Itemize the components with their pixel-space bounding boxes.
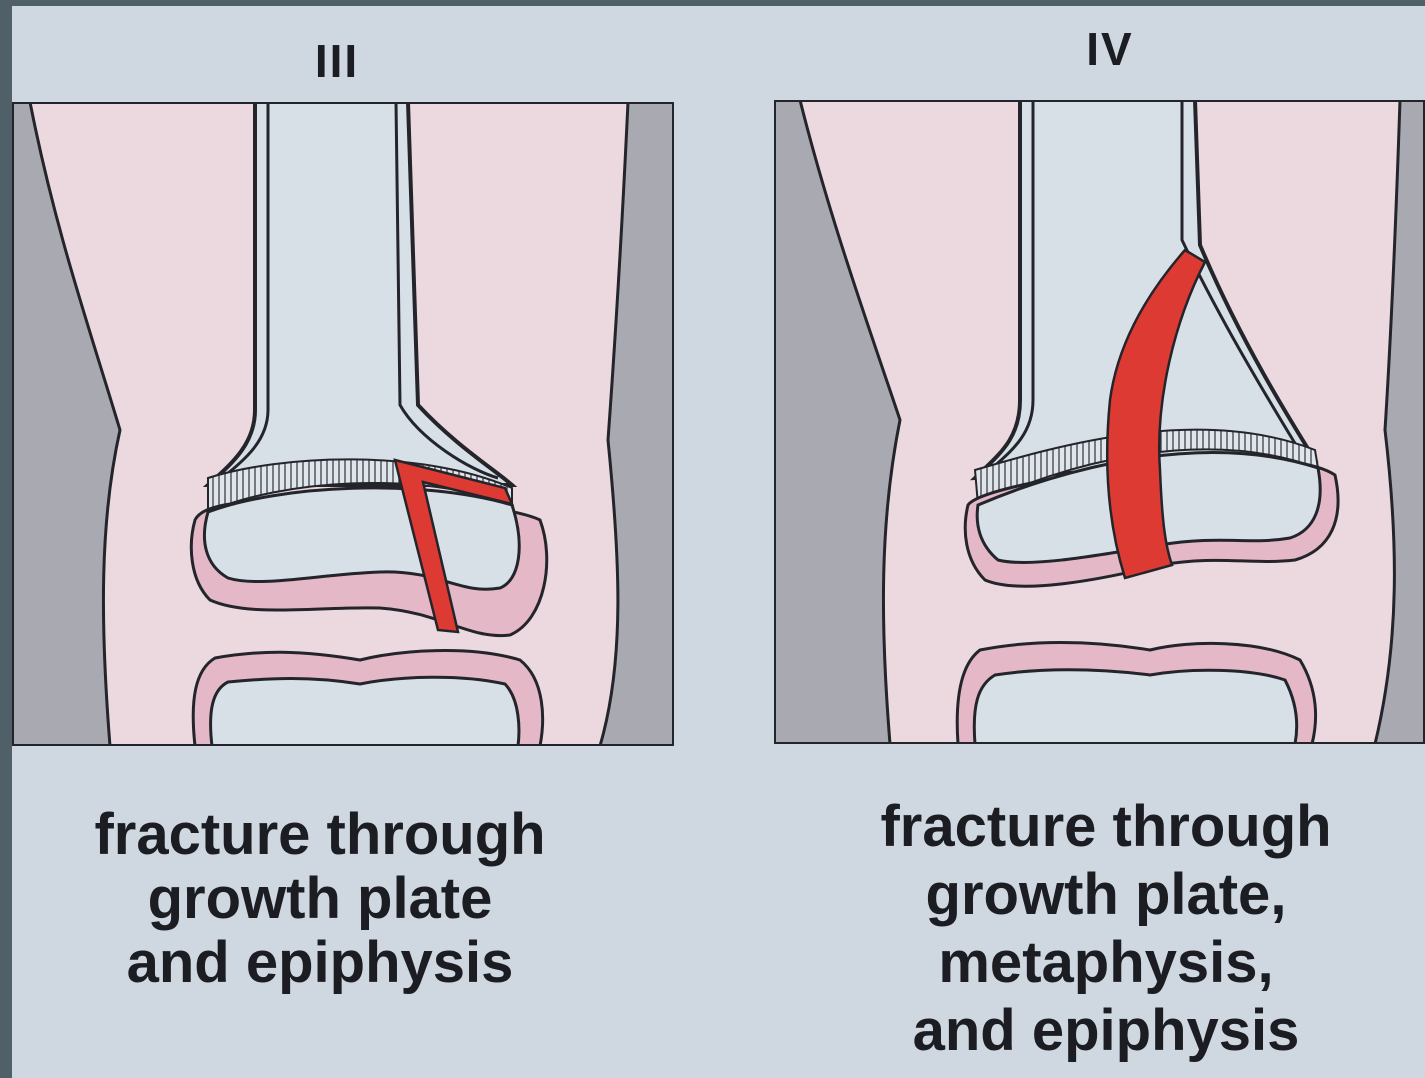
panel-iv-caption: fracture through growth plate, metaphysi… xyxy=(796,793,1416,1065)
panel-iv-diagram xyxy=(774,100,1425,744)
tibia xyxy=(211,677,519,746)
epiphysis xyxy=(204,488,519,589)
tibia-iv xyxy=(974,670,1296,744)
caption-line: fracture through xyxy=(796,793,1416,861)
caption-line: growth plate xyxy=(10,867,630,931)
caption-line: fracture through xyxy=(10,803,630,867)
caption-line: and epiphysis xyxy=(10,931,630,995)
caption-line: metaphysis, xyxy=(796,929,1416,997)
panel-iii-diagram xyxy=(12,102,674,746)
caption-line: growth plate, xyxy=(796,861,1416,929)
caption-line: and epiphysis xyxy=(796,997,1416,1065)
panel-iii-caption: fracture through growth plate and epiphy… xyxy=(10,803,630,995)
